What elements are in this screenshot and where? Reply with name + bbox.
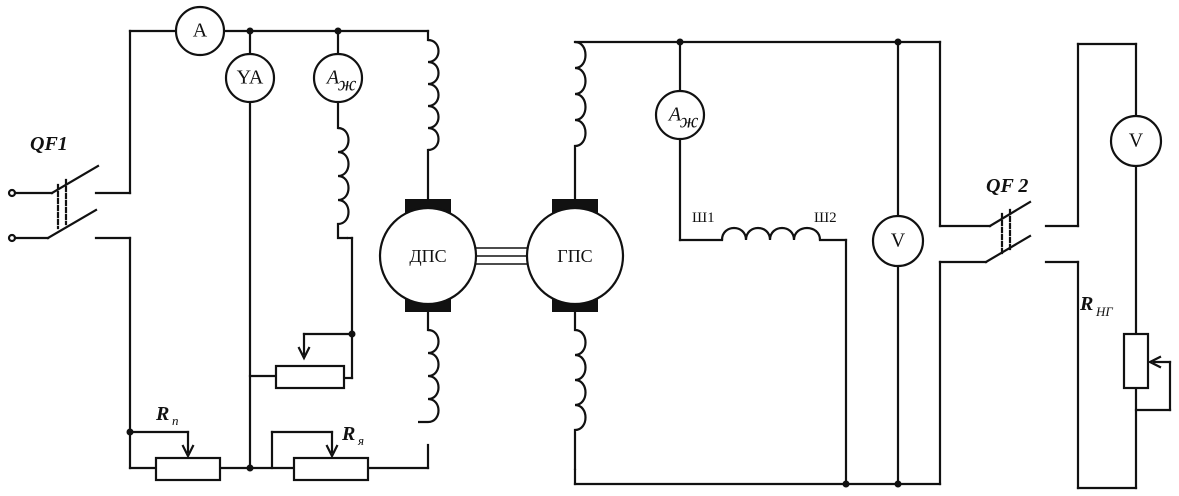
ammeter-field-motor-label: A [325,67,340,89]
motor-label: ДПС [409,246,446,266]
rya-label: R [341,423,355,445]
rp-sub: п [172,413,179,428]
node [894,38,902,46]
qf1-label: QF1 [30,133,68,155]
load-rheostat: R НГ [1079,293,1150,390]
node [334,27,342,35]
node [894,480,902,488]
generator-wiring [573,40,992,486]
node [246,464,254,472]
ammeter-main-label: A [193,20,208,42]
generator-series-coil-top [573,40,587,200]
node [246,27,254,35]
generator-series-coil-bottom [573,312,587,470]
terminal-sh2: Ш2 [814,210,837,226]
rheostat-rp: R п [154,403,222,482]
field-rheostat [274,364,346,390]
ammeter-field-motor: A ж [312,52,364,104]
rheostat-rya: R я [292,423,370,482]
node [676,38,684,46]
ammeter-field-gen: A ж [654,89,706,141]
generator-gps: ГПС [525,199,625,312]
ammeter-field-motor-sub: ж [338,74,357,96]
rng-sub: НГ [1095,304,1113,319]
voltmeter-load-label: V [1129,130,1144,152]
node [348,330,356,338]
ammeter-main: A [174,5,226,57]
node [842,480,850,488]
rng-label: R [1079,293,1093,315]
qf2-label: QF 2 [986,175,1028,197]
qf1-switch: QF1 [7,133,132,243]
ammeter-ya-label: YA [237,67,264,89]
motor-series-coil-top [427,38,440,152]
ammeter-ya: YA [224,52,276,104]
rp-label: R [155,403,169,425]
motor-field-coil [336,126,350,240]
load-wiring [1076,42,1172,490]
node [126,428,134,436]
voltmeter-gen-label: V [891,230,906,252]
voltmeter-gen: V [871,214,925,268]
motor-series-coil-bottom [418,328,440,424]
generator-label: ГПС [557,246,592,266]
ammeter-field-gen-sub: ж [680,111,699,133]
voltmeter-load: V [1109,114,1163,168]
motor-dps: ДПС [378,199,478,312]
terminal-sh1: Ш1 [692,210,715,226]
qf2-switch: QF 2 [984,175,1080,264]
rya-sub: я [357,433,364,448]
shaft-coupling [476,247,530,265]
generator-shunt-coil: Ш1 Ш2 [692,210,837,241]
ammeter-field-gen-label: A [667,104,682,126]
